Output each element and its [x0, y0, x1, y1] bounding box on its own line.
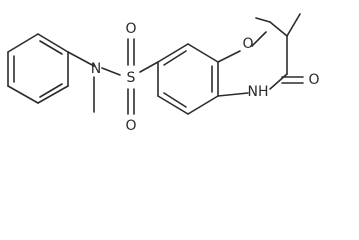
bond [7, 85, 39, 104]
c-methyl-bond [286, 13, 301, 37]
oxazinone-ring [217, 13, 304, 97]
double-bond-line [163, 50, 187, 66]
sulfonamide-group [67, 38, 159, 115]
bond [217, 92, 249, 97]
molecule-drawing: N S O O O NH O [7, 13, 320, 134]
bond [157, 43, 189, 63]
chemical-structure-diagram: N S O O O NH O [7, 13, 320, 134]
atom-s-label: S [127, 70, 136, 86]
double-bond-line [163, 92, 187, 108]
bond [217, 50, 241, 63]
double-bond-line [39, 83, 63, 98]
bond [7, 33, 39, 53]
bond [37, 33, 69, 53]
bond [255, 17, 271, 23]
atom-o-sulfonyl-bottom-label: O [125, 118, 136, 134]
atom-o-carbonyl-label: O [308, 72, 319, 88]
bond [37, 85, 69, 104]
bond [269, 21, 288, 37]
bond [139, 61, 159, 73]
atom-o-ring-label: O [242, 36, 253, 52]
ring-o-bond [251, 31, 267, 47]
benzo-ring [157, 43, 219, 115]
bond [157, 95, 189, 115]
atom-labels: N S O O O NH O [91, 21, 320, 134]
atom-nh-label: NH [248, 84, 269, 100]
double-bond-line [39, 40, 63, 55]
bond [101, 67, 121, 76]
atom-n-label: N [91, 61, 101, 77]
bond [187, 43, 219, 63]
bond [187, 95, 219, 115]
phenyl-ring [7, 33, 69, 104]
atom-o-sulfonyl-top-label: O [125, 21, 136, 37]
bond [67, 51, 95, 67]
